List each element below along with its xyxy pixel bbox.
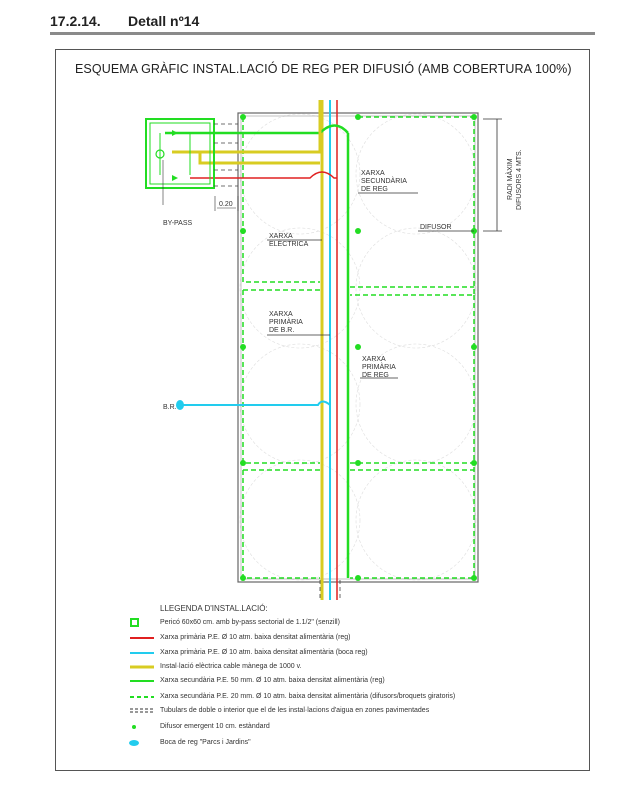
- label-primary-1: XARXA: [362, 356, 386, 363]
- section-number: 17.2.14.: [50, 13, 101, 29]
- label-br-3: DE B.R.: [269, 327, 294, 334]
- dimension-label: 0.20: [219, 201, 233, 208]
- legend-item: Pericó 60x60 cm. amb by-pass sectorial d…: [160, 619, 340, 626]
- label-secondary-3: DE REG: [361, 186, 388, 193]
- section-title: Detall nº14: [128, 13, 200, 29]
- br-label: B.R.: [163, 404, 177, 411]
- legend-item: Boca de reg "Parcs i Jardins": [160, 739, 251, 746]
- legend-item: Xarxa secundària P.E. 20 mm. Ø 10 atm. b…: [160, 693, 456, 700]
- label-diffuser: DIFUSOR: [420, 224, 452, 231]
- legend-icons: [129, 618, 154, 746]
- bypass-label: BY-PASS: [163, 220, 193, 227]
- label-electric-2: ELÈCTRICA: [269, 239, 309, 248]
- legend-item: Xarxa primària P.E. Ø 10 atm. baixa dens…: [160, 649, 368, 656]
- section-header: 17.2.14. Detall nº14: [50, 10, 595, 35]
- legend-title: LLEGENDA D'INSTAL.LACIÓ:: [160, 604, 268, 613]
- label-secondary-1: XARXA: [361, 170, 385, 177]
- label-radius-2: DIFUSORS 4 MTS.: [516, 149, 523, 210]
- legend-item: Xarxa secundària P.E. 50 mm. Ø 10 atm. b…: [160, 677, 385, 684]
- garden-plot: [237, 112, 479, 583]
- legend-item: Tubulars de doble o interior que el de l…: [160, 707, 430, 714]
- diagram-title: ESQUEMA GRÀFIC INSTAL.LACIÓ DE REG PER D…: [75, 62, 572, 76]
- label-secondary-2: SECUNDÀRIA: [361, 176, 407, 185]
- legend-item: Xarxa primària P.E. Ø 10 atm. baixa dens…: [160, 634, 351, 641]
- legend-item: Difusor emergent 10 cm. estàndard: [160, 723, 270, 730]
- label-br-2: PRIMÀRIA: [269, 317, 303, 326]
- coverage-circles: [239, 113, 477, 581]
- pipes: [165, 100, 350, 600]
- valve-box: [145, 118, 215, 189]
- label-primary-2: PRIMÀRIA: [362, 362, 396, 371]
- tubulars: [214, 123, 341, 600]
- label-primary-3: DE REG: [362, 372, 389, 379]
- hose-bib-icon: [176, 400, 184, 410]
- legend-item: Instal·lació elèctrica cable mànega de 1…: [160, 663, 302, 670]
- label-br-1: XARXA: [269, 311, 293, 318]
- label-radius-1: RADI MÀXIM: [505, 158, 514, 200]
- diffusers: [240, 114, 477, 581]
- secondary-network-dashed: [242, 116, 475, 579]
- label-electric-1: XARXA: [269, 233, 293, 240]
- figure-frame: [55, 49, 590, 771]
